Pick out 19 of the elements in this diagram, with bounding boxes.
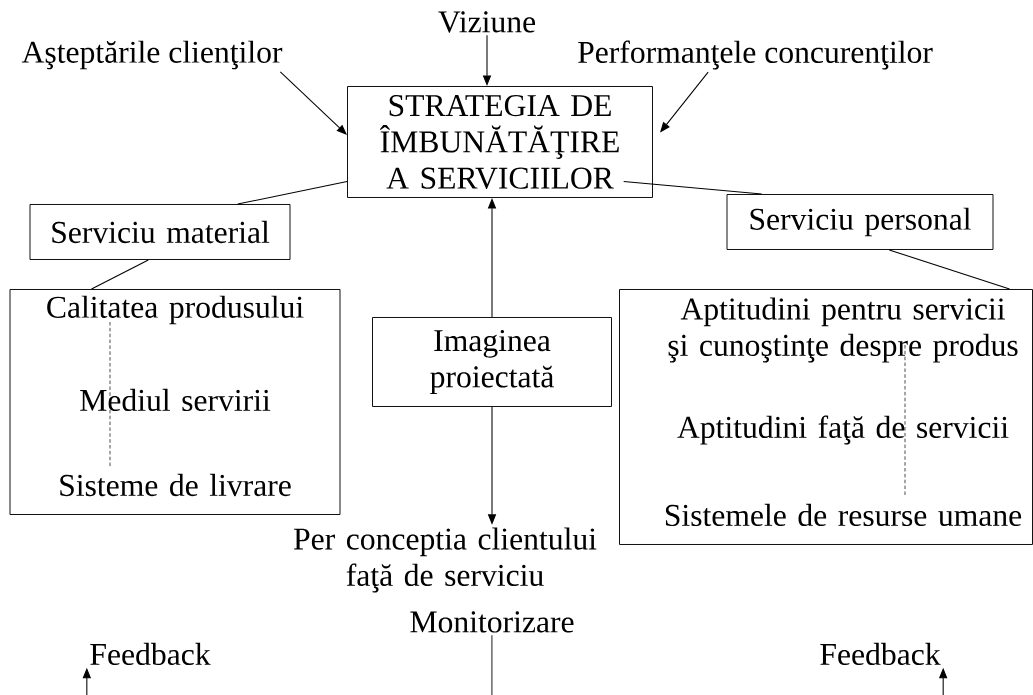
process-box: Serviciu material (29, 204, 291, 260)
connector-line (888, 249, 1011, 290)
label-text: Monitorizare (410, 611, 574, 633)
connector-line (491, 634, 493, 695)
strategy-box: STRATEGIA DE ÎMBUNĂTĂŢIRE A SERVICIILOR (347, 86, 653, 198)
group-box: Calitatea produsului Mediul servirii Sisteme de livrare (9, 289, 341, 515)
label-text: Viziune (438, 11, 536, 33)
label-text: Feedback (820, 642, 941, 666)
connector-line (623, 181, 763, 195)
label-text: Aşteptările clienţilor (21, 40, 283, 70)
label-text: Feedback (90, 642, 211, 666)
group-box: Aptitudini pentru servicii şi cunoştinţe despre produs Aptitudini faţă de servicii Sistemele de resurse umane (619, 289, 1033, 545)
label-text: Performanţele concurenţilor (578, 40, 933, 70)
connector-line (237, 181, 348, 205)
process-box: Imaginea proiectată (372, 317, 612, 407)
process-box: Serviciu personal (726, 194, 994, 250)
arrow (279, 71, 347, 135)
label-text: Per conceptia clientului faţă de serviciu (293, 527, 597, 593)
connector-line (91, 259, 149, 290)
